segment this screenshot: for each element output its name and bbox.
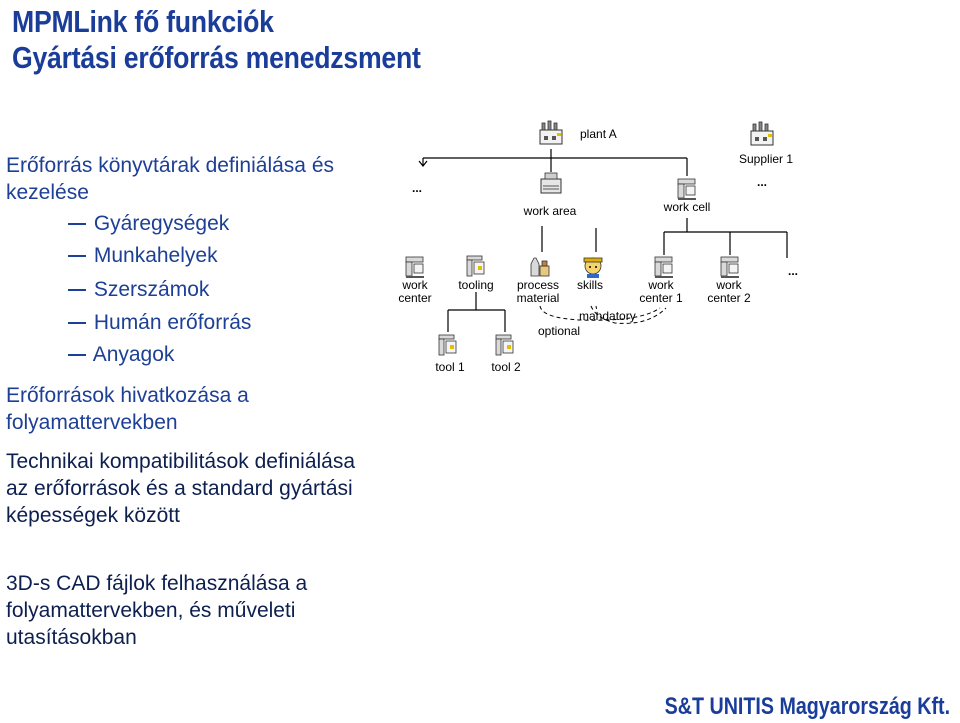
ellipsis-supplier: ... bbox=[757, 175, 767, 189]
label-work-center-bottom: center bbox=[398, 291, 431, 305]
bullet-resource-libraries: Erőforrás könyvtárak definiálása és keze… bbox=[6, 154, 334, 204]
tool-2-icon bbox=[495, 334, 514, 356]
label-supplier: Supplier 1 bbox=[739, 152, 793, 166]
dash-icon bbox=[68, 354, 86, 357]
label-work-center-2-bottom: center 2 bbox=[707, 291, 751, 305]
process-material-icon bbox=[530, 257, 550, 277]
sub-item-label: Humán erőforrás bbox=[93, 311, 252, 334]
label-work-center-1-top: work bbox=[647, 278, 674, 292]
dash-icon bbox=[68, 255, 86, 258]
dash-icon bbox=[68, 223, 86, 226]
work-cell-icon bbox=[677, 178, 697, 201]
skills-icon bbox=[583, 257, 603, 279]
work-area-icon bbox=[540, 172, 562, 194]
sub-item-human-resource: Humán erőforrás bbox=[68, 309, 251, 336]
footer-company: S&T UNITIS Magyarország Kft. bbox=[664, 693, 950, 720]
label-plant: plant A bbox=[580, 127, 617, 141]
label-skills: skills bbox=[577, 278, 603, 292]
plant-icon bbox=[539, 120, 563, 145]
sub-item-workplaces: Munkahelyek bbox=[68, 242, 218, 269]
label-work-cell: work cell bbox=[663, 200, 711, 214]
bullet-technical-compatibilities: Technikai kompatibilitások definiálása a… bbox=[6, 450, 356, 527]
label-work-area: work area bbox=[523, 204, 577, 218]
label-mandatory: mandatory bbox=[579, 309, 636, 323]
label-process-material-top: process bbox=[517, 278, 559, 292]
sub-item-label: Munkahelyek bbox=[93, 244, 218, 267]
sub-item-label: Gyáregységek bbox=[93, 212, 230, 235]
sub-item-plants: Gyáregységek bbox=[68, 210, 229, 237]
ellipsis-right: ... bbox=[788, 264, 798, 278]
label-tool-2: tool 2 bbox=[491, 360, 521, 374]
bullet-resource-references: Erőforrások hivatkozása a folyamattervek… bbox=[6, 384, 249, 434]
supplier-icon bbox=[750, 121, 774, 146]
work-center-icon bbox=[405, 256, 425, 279]
sub-item-label: Szerszámok bbox=[93, 278, 210, 301]
dash-icon bbox=[68, 289, 86, 292]
label-optional: optional bbox=[538, 324, 580, 338]
tooling-icon bbox=[466, 255, 485, 277]
ellipsis-left: ... bbox=[412, 181, 422, 195]
work-center-1-icon bbox=[654, 256, 674, 279]
sub-item-label: Anyagok bbox=[92, 343, 175, 366]
bullet-3d-cad-files: 3D-s CAD fájlok felhasználása a folyamat… bbox=[6, 572, 308, 649]
title-line-1: MPMLink fő funkciók bbox=[12, 4, 274, 39]
sub-item-tools: Szerszámok bbox=[68, 276, 209, 303]
work-center-2-icon bbox=[720, 256, 740, 279]
label-work-center-top: work bbox=[401, 278, 428, 292]
label-work-center-2-top: work bbox=[715, 278, 742, 292]
tool-1-icon bbox=[438, 334, 457, 356]
label-tooling: tooling bbox=[458, 278, 493, 292]
label-tool-1: tool 1 bbox=[435, 360, 465, 374]
dash-icon bbox=[68, 322, 86, 325]
title-line-2: Gyártási erőforrás menedzsment bbox=[12, 40, 421, 75]
label-work-center-1-bottom: center 1 bbox=[639, 291, 683, 305]
sub-item-materials: Anyagok bbox=[68, 341, 174, 368]
label-process-material-bottom: material bbox=[517, 291, 560, 305]
